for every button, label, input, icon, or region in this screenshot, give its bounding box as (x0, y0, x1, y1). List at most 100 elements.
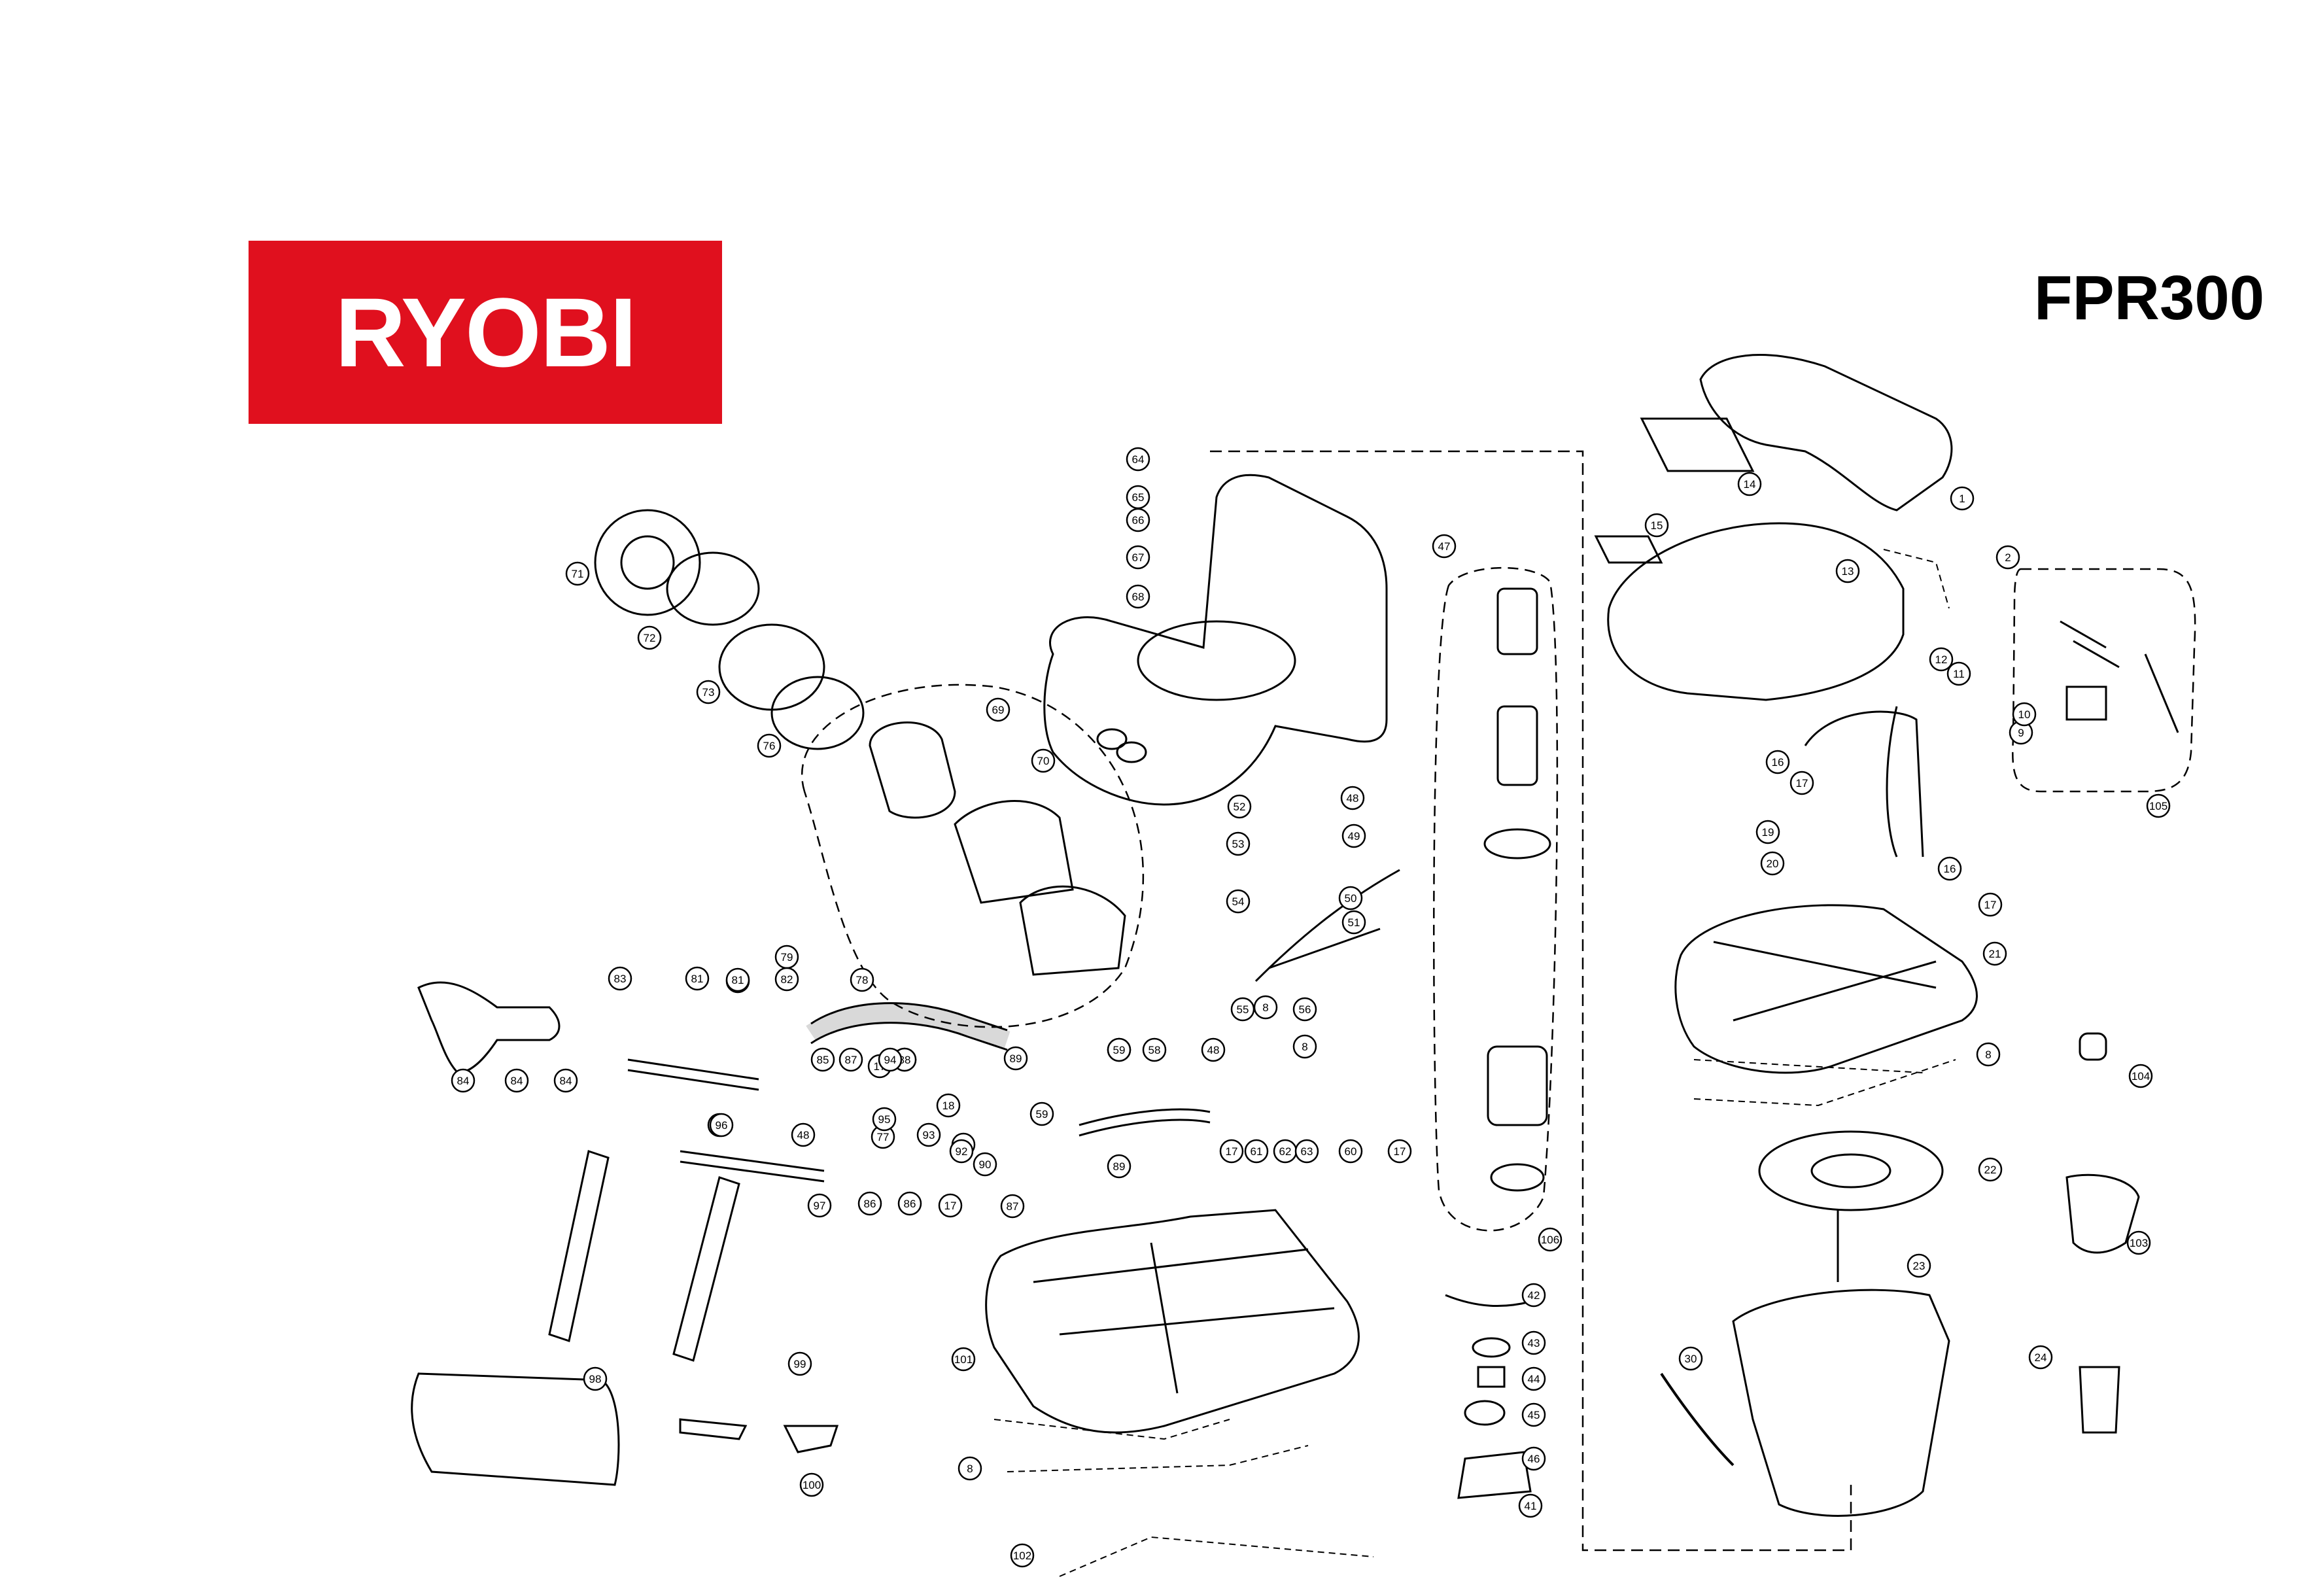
callout-50: 50 (1338, 886, 1363, 911)
callout-label: 84 (511, 1075, 523, 1087)
callout-circle (1338, 1139, 1363, 1164)
callout-label: 96 (716, 1119, 728, 1132)
callout-label: 51 (1348, 916, 1360, 929)
callout-circle (1142, 1037, 1167, 1062)
callout-label: 16 (1944, 863, 1956, 875)
callout-65: 65 (1126, 485, 1150, 510)
callout-circle (1292, 997, 1317, 1022)
callout-label: 17 (1984, 899, 1997, 911)
ring-72 (770, 676, 865, 750)
callout-16: 16 (1765, 750, 1790, 774)
callout-label: 71 (572, 568, 584, 580)
callout-2: 2 (1995, 545, 2020, 570)
callout-circle (1230, 997, 1255, 1022)
callout-circle (807, 1193, 832, 1218)
callout-circle (2146, 793, 2171, 818)
ryobi-logo: RYOBI (249, 241, 722, 424)
callout-15: 15 (1644, 513, 1669, 538)
callout-77: 77 (871, 1124, 895, 1149)
callout-64: 64 (1126, 447, 1150, 472)
callout-95: 95 (872, 1107, 897, 1132)
callout-label: 41 (1525, 1500, 1537, 1512)
callout-label: 65 (1132, 491, 1145, 504)
callout-label: 54 (1232, 895, 1245, 908)
callout-84: 84 (504, 1068, 529, 1093)
callout-17: 17 (1978, 892, 2003, 917)
callout-17: 17 (1789, 771, 1814, 795)
callout-10: 10 (2012, 702, 2037, 727)
callout-20: 20 (1760, 851, 1785, 876)
callout-19: 19 (1755, 820, 1780, 844)
callout-circle (1521, 1283, 1546, 1308)
callout-label: 56 (1299, 1003, 1311, 1016)
cup-102 (2065, 1173, 2140, 1254)
callout-circle (1644, 513, 1669, 538)
callout-circle (1226, 889, 1251, 914)
callout-84: 84 (553, 1068, 578, 1093)
callout-83: 83 (608, 966, 632, 991)
callout-46: 46 (1521, 1446, 1546, 1471)
lid-part (1607, 522, 1905, 701)
callout-circle (1521, 1366, 1546, 1391)
callout-44: 44 (1521, 1366, 1546, 1391)
callout-circle (1929, 647, 1954, 672)
callout-label: 87 (1007, 1200, 1019, 1213)
callout-circle (1292, 1034, 1317, 1059)
callout-71: 71 (565, 561, 590, 586)
callout-label: 49 (1348, 830, 1360, 842)
callout-49: 49 (1341, 824, 1366, 848)
callout-73: 73 (696, 680, 721, 704)
callout-label: 86 (904, 1198, 916, 1210)
callout-label: 53 (1232, 838, 1245, 850)
callout-69: 69 (986, 697, 1010, 722)
callout-circle (1294, 1139, 1319, 1164)
callout-58: 58 (1142, 1037, 1167, 1062)
callout-circle (1976, 1042, 2001, 1067)
callout-label: 89 (1113, 1160, 1126, 1173)
callout-label: 72 (644, 632, 656, 644)
callout-circle (1029, 1102, 1054, 1126)
callout-label: 63 (1301, 1145, 1313, 1158)
callout-label: 12 (1935, 653, 1948, 666)
callout-label: 103 (2130, 1237, 2148, 1249)
callout-101: 101 (951, 1347, 976, 1372)
callout-label: 94 (884, 1054, 897, 1066)
callout-1: 1 (1950, 486, 1975, 511)
callout-label: 89 (1010, 1052, 1022, 1065)
callout-100: 100 (799, 1472, 824, 1497)
assembly-boundary-104 (2012, 568, 2196, 793)
callout-circle (1201, 1037, 1226, 1062)
callout-circle (725, 967, 750, 992)
callout-circle (878, 1047, 903, 1072)
callout-label: 10 (2018, 708, 2031, 721)
callout-circle (504, 1068, 529, 1093)
callout-circle (1126, 584, 1150, 609)
callout-circle (857, 1191, 882, 1216)
callout-label: 16 (1772, 756, 1784, 769)
callout-label: 11 (1953, 668, 1965, 680)
callout-circle (1521, 1330, 1546, 1355)
callout-circle (1126, 508, 1150, 532)
callout-41: 41 (1518, 1493, 1543, 1518)
assembly-boundary-main (1210, 450, 1852, 1552)
callout-92: 92 (949, 1139, 974, 1164)
callout-circle (1387, 1139, 1412, 1164)
callout-circle (1126, 545, 1150, 570)
spray-gun (417, 981, 561, 1074)
callout-circle (709, 1113, 734, 1137)
callout-circle (1518, 1493, 1543, 1518)
callout-label: 102 (1013, 1550, 1031, 1562)
callout-label: 69 (992, 704, 1005, 716)
callout-label: 45 (1528, 1409, 1540, 1421)
callout-62: 62 (1273, 1139, 1298, 1164)
callout-42: 42 (1521, 1283, 1546, 1308)
callout-circle (1000, 1194, 1025, 1219)
callout-87: 87 (1000, 1194, 1025, 1219)
callout-circle (1760, 851, 1785, 876)
callout-label: 64 (1132, 453, 1145, 466)
callout-circle (565, 561, 590, 586)
callout-103: 103 (2126, 1230, 2151, 1255)
callout-86: 86 (897, 1191, 922, 1216)
callout-circle (951, 1347, 976, 1372)
callout-circle (850, 967, 874, 992)
